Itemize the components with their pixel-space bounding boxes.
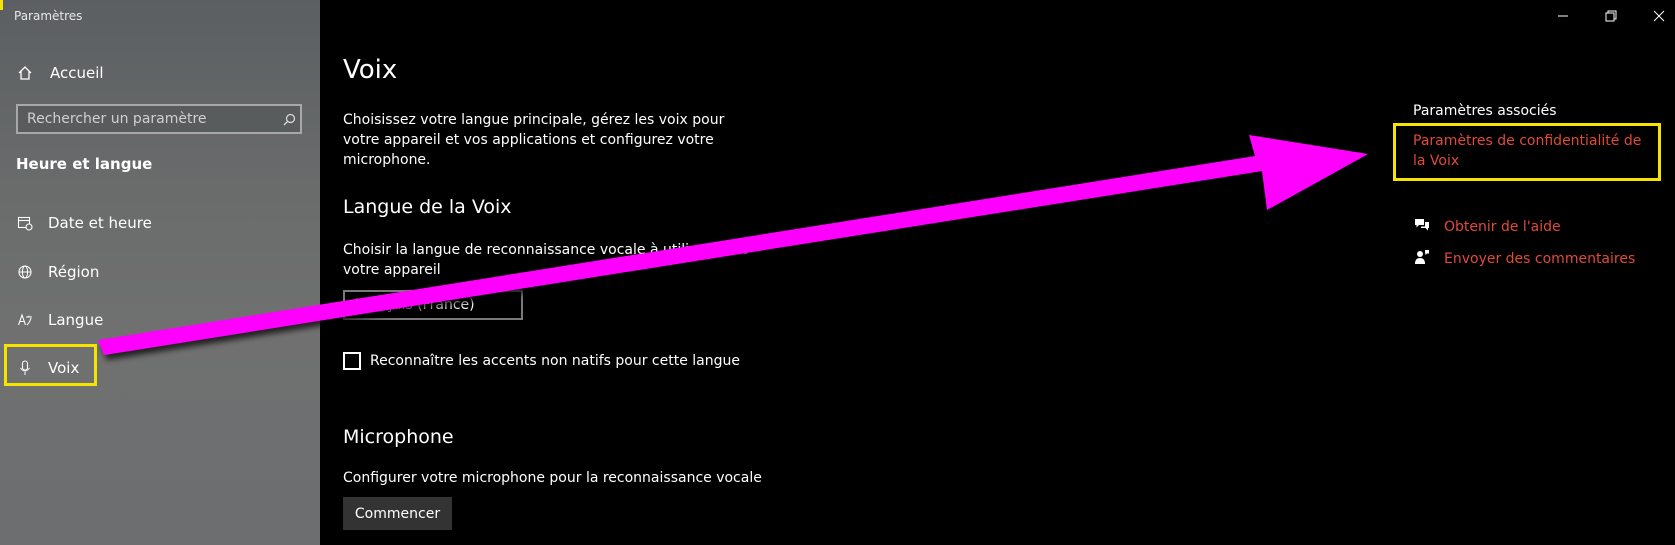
sidebar-item-label: Accueil xyxy=(50,64,104,82)
related-settings-title: Paramètres associés xyxy=(1413,103,1557,119)
voice-privacy-link[interactable]: Paramètres de confidentialité de la Voix xyxy=(1413,133,1642,169)
sidebar-item-label: Langue xyxy=(48,311,104,329)
privacy-highlight-box xyxy=(1393,123,1661,181)
sidebar-item-date-time[interactable]: Date et heure xyxy=(0,203,320,243)
accent-checkbox[interactable] xyxy=(343,352,361,370)
search-input[interactable] xyxy=(18,110,278,128)
page-title: Voix xyxy=(343,55,398,85)
window-title: Paramètres xyxy=(14,9,83,23)
close-button[interactable] xyxy=(1649,6,1669,26)
microphone-description: Configurer votre microphone pour la reco… xyxy=(343,470,762,486)
minimize-button[interactable] xyxy=(1553,6,1573,26)
minimize-icon xyxy=(1558,15,1568,17)
language-icon xyxy=(15,310,35,330)
accent-checkbox-label: Reconnaître les accents non natifs pour … xyxy=(370,353,740,369)
page-description: Choisissez votre langue principale, gére… xyxy=(343,112,725,168)
language-heading: Langue de la Voix xyxy=(343,196,512,218)
sidebar-item-label: Date et heure xyxy=(48,214,152,232)
close-icon xyxy=(1653,10,1665,22)
send-feedback-label: Envoyer des commentaires xyxy=(1444,251,1636,267)
microphone-heading: Microphone xyxy=(343,426,454,448)
search-icon[interactable] xyxy=(278,113,300,126)
sidebar-item-home[interactable]: Accueil xyxy=(0,53,320,93)
calendar-clock-icon xyxy=(15,213,35,233)
main-content: Voix Choisissez votre langue principale,… xyxy=(320,0,1675,545)
corner-mark xyxy=(0,0,3,10)
sidebar-item-language[interactable]: Langue xyxy=(0,300,320,340)
microphone-icon xyxy=(15,358,35,378)
feedback-person-icon xyxy=(1414,249,1430,269)
globe-icon xyxy=(15,262,35,282)
home-icon xyxy=(15,63,35,83)
language-select[interactable]: Français (France) xyxy=(343,290,523,320)
get-help-label: Obtenir de l'aide xyxy=(1444,219,1561,235)
sidebar-item-label: Région xyxy=(48,263,100,281)
sidebar-section-title: Heure et langue xyxy=(16,155,153,173)
sidebar-item-label: Voix xyxy=(48,359,80,377)
get-help-link[interactable]: Obtenir de l'aide xyxy=(1414,217,1561,237)
help-chat-icon xyxy=(1414,217,1430,237)
language-choose-label: Choisir la langue de reconnaissance voca… xyxy=(343,242,749,278)
restore-icon xyxy=(1605,10,1617,22)
send-feedback-link[interactable]: Envoyer des commentaires xyxy=(1414,249,1635,269)
accent-checkbox-row[interactable]: Reconnaître les accents non natifs pour … xyxy=(343,352,740,370)
sidebar-item-region[interactable]: Région xyxy=(0,252,320,292)
search-box[interactable] xyxy=(16,104,302,134)
start-button[interactable]: Commencer xyxy=(343,497,452,530)
sidebar-item-voice[interactable]: Voix xyxy=(0,348,320,388)
sidebar: Paramètres Accueil Heure et langue Date … xyxy=(0,0,320,545)
restore-button[interactable] xyxy=(1601,6,1621,26)
